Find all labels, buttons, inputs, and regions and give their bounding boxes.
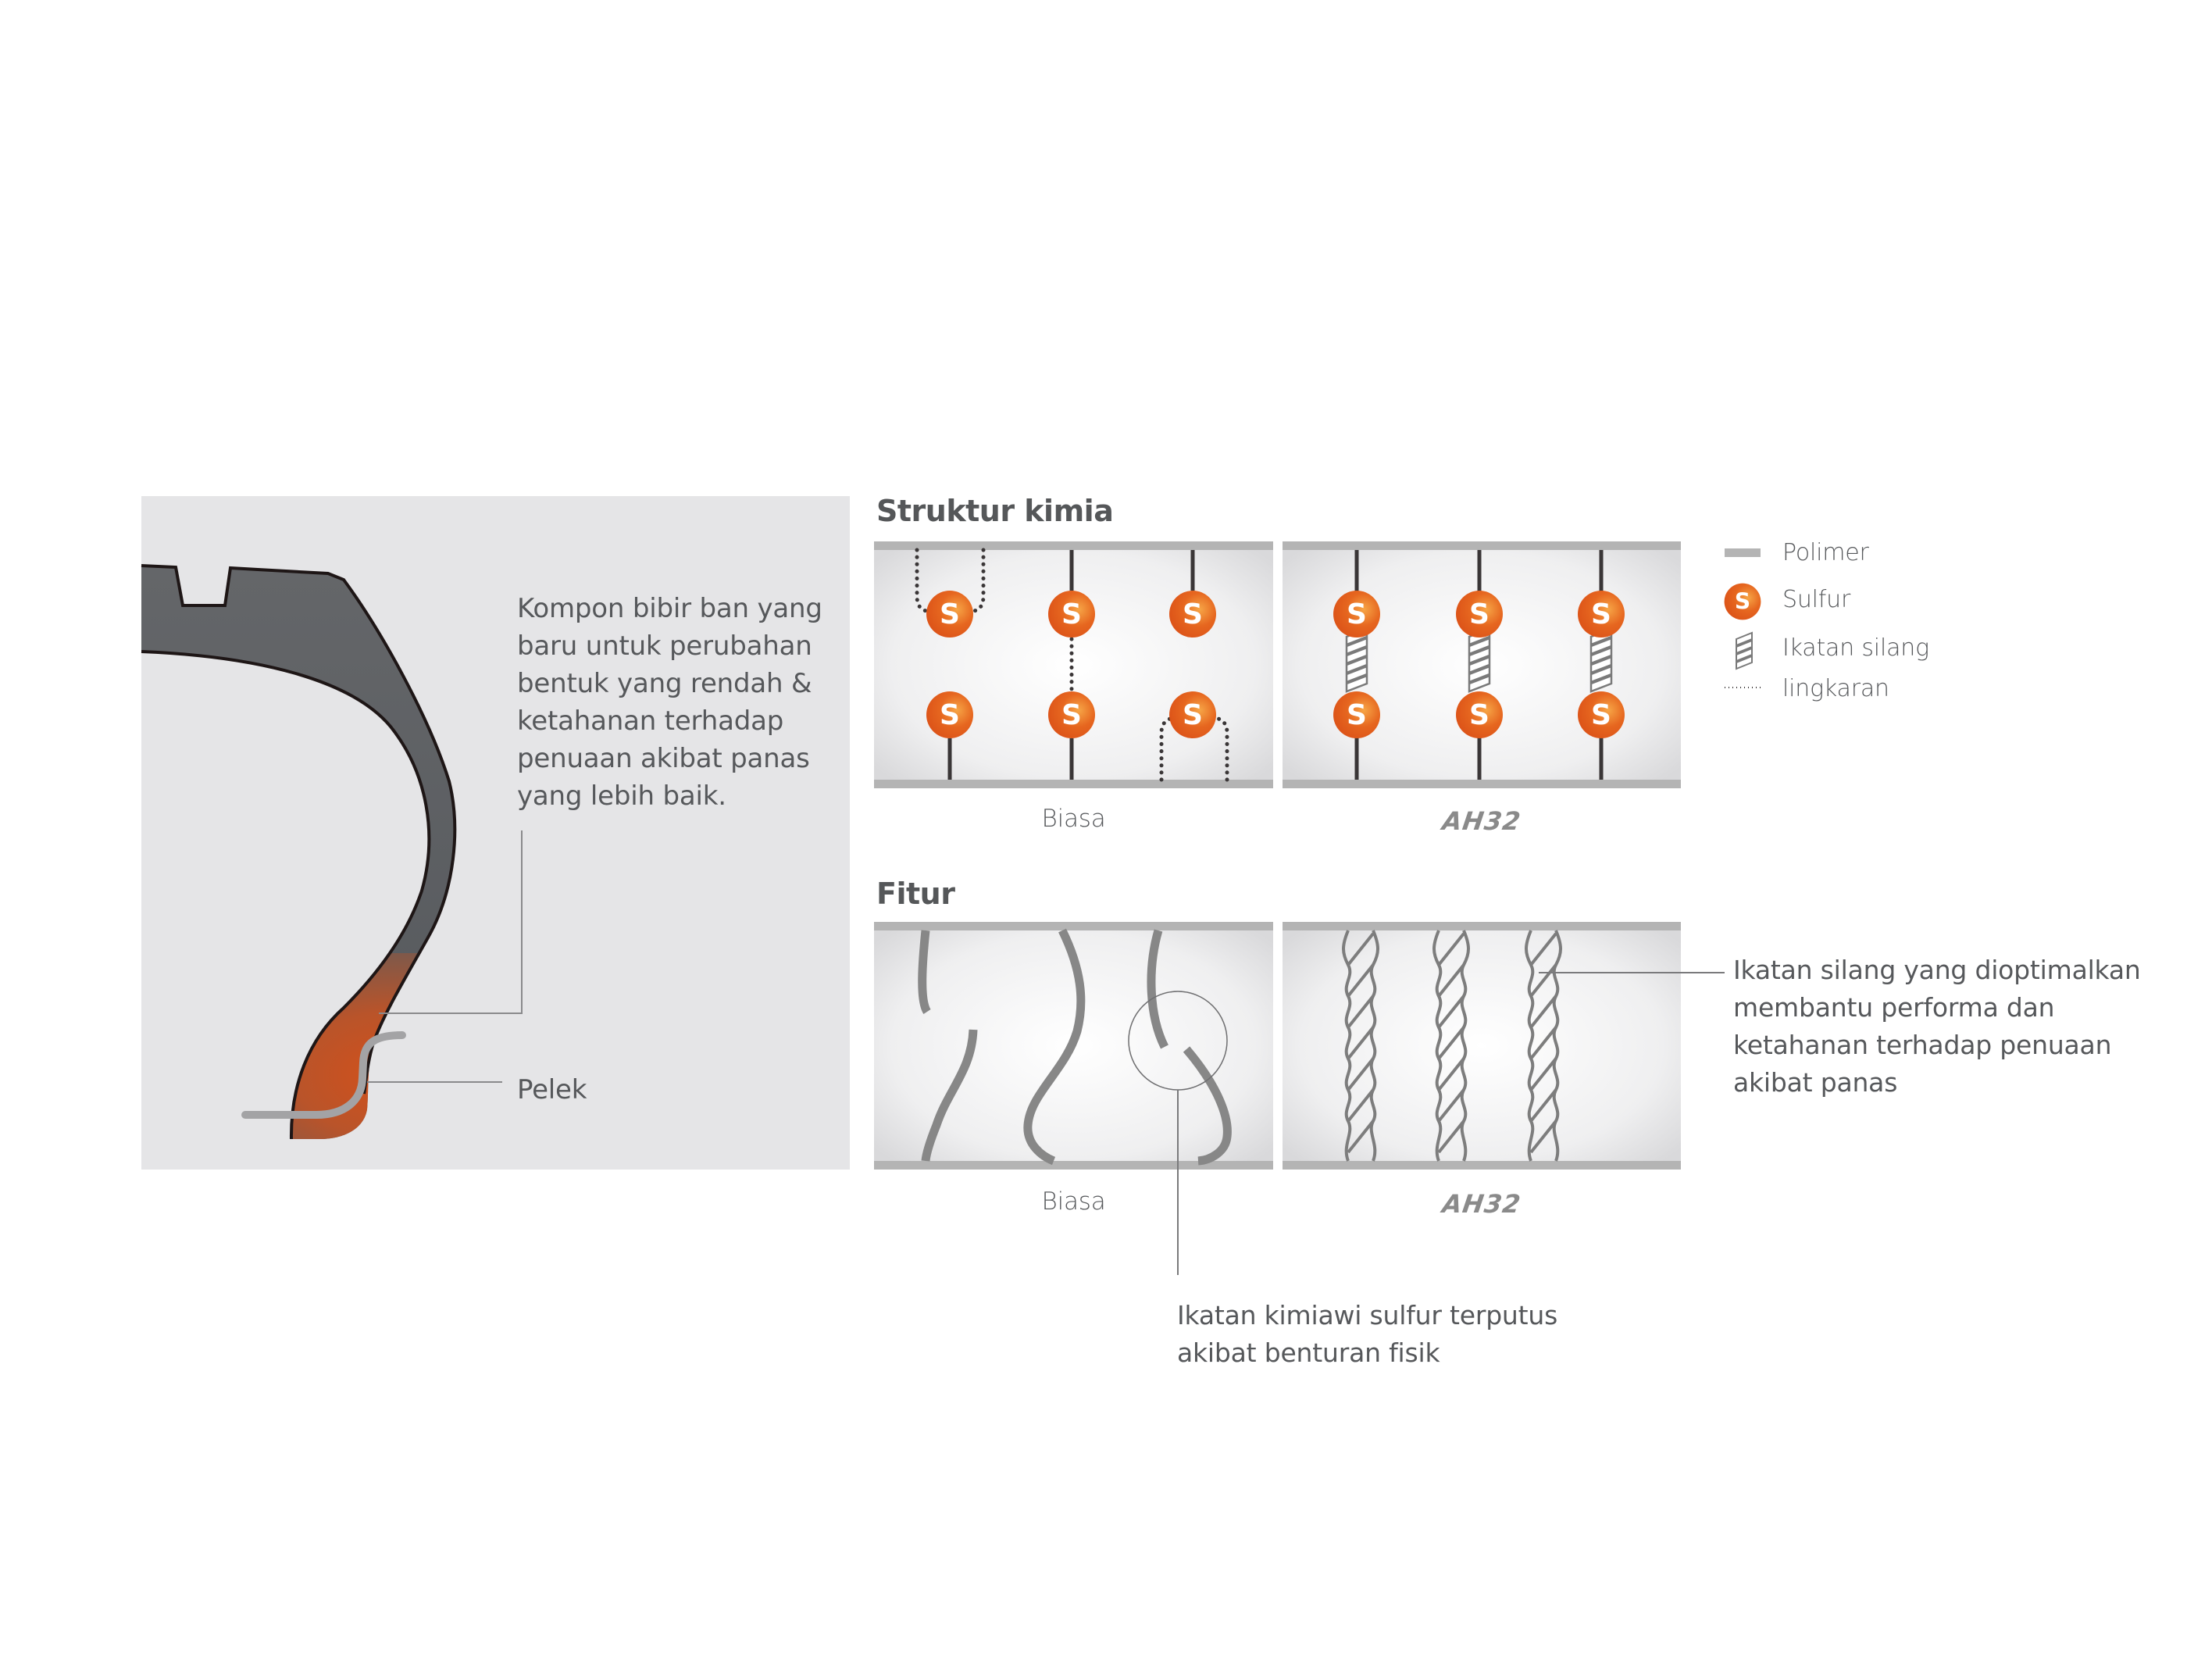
broken-bond-callout-text: Ikatan kimiawi sulfur terputus akibat be… — [1177, 1300, 1558, 1368]
feature-label-conventional: Biasa — [1041, 1188, 1106, 1216]
polymer-bar-icon — [1725, 548, 1761, 557]
feature-panel-ah32 — [1283, 922, 1681, 1170]
tire-description: Kompon bibir ban yang baru untuk perubah… — [517, 593, 822, 812]
features-title: Fitur — [876, 877, 955, 911]
sulfur-ball-icon — [1456, 691, 1503, 738]
sulfur-ball-icon — [1724, 583, 1761, 620]
twisted-rope-icon — [1342, 930, 1562, 1162]
rim-icon — [241, 1031, 406, 1119]
structure-panel-ah32 — [1283, 541, 1681, 788]
sulfur-ball-icon — [1333, 591, 1380, 638]
bead-callout-line — [379, 830, 523, 1014]
sulfur-ball-icon — [1169, 691, 1216, 738]
crosslink-spring-icon — [1345, 627, 1613, 693]
sulfur-ball-icon — [1456, 591, 1503, 638]
polymer-bar-top — [1283, 541, 1681, 550]
crosslink-callout-text: Ikatan silang yang dioptimalkan membantu… — [1733, 955, 2141, 1098]
rim-label: Pelek — [517, 1074, 587, 1105]
structure-label-conventional: Biasa — [1041, 805, 1106, 833]
chemical-structure-title: Struktur kimia — [876, 494, 1114, 528]
legend-icons — [1724, 548, 1761, 688]
sulfur-ball-icon — [926, 591, 973, 638]
sulfur-ball-icon — [1048, 691, 1095, 738]
feature-panel-conventional — [874, 922, 1273, 1170]
sulfur-ball-icon — [1169, 591, 1216, 638]
crosslink-spring-icon — [1736, 631, 1753, 670]
sulfur-ball-icon — [926, 691, 973, 738]
legend-label-loop: lingkaran — [1782, 675, 1889, 702]
polymer-bar-bottom — [1283, 780, 1681, 788]
structure-panel-conventional — [874, 541, 1273, 788]
structure-label-ah32: AH32 — [1440, 806, 1523, 836]
legend-label-sulfur: Sulfur — [1782, 586, 1851, 613]
legend-label-crosslink: Ikatan silang — [1782, 634, 1929, 662]
polymer-bar-bottom — [874, 780, 1273, 788]
sulfur-ball-icon — [1048, 591, 1095, 638]
feature-label-ah32: AH32 — [1440, 1189, 1523, 1219]
legend-label-polymer: Polimer — [1782, 539, 1869, 566]
polymer-bar-top — [874, 541, 1273, 550]
sulfur-ball-icon — [1578, 591, 1625, 638]
sulfur-ball-icon — [1333, 691, 1380, 738]
sulfur-ball-icon — [1578, 691, 1625, 738]
tire-cross-section-panel — [141, 496, 850, 1170]
